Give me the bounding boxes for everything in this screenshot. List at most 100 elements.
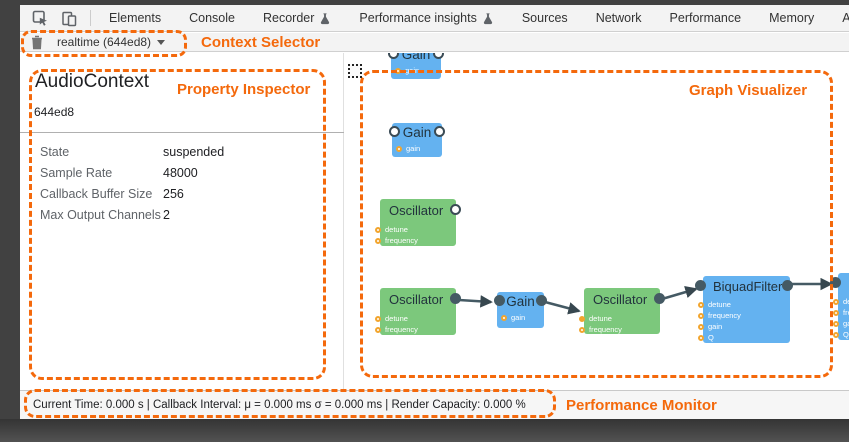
node-title: Gain xyxy=(506,294,535,309)
inspect-element-icon[interactable] xyxy=(31,9,49,27)
edge-osc3-to-bqf1 xyxy=(661,286,698,301)
tab-label: Sources xyxy=(521,11,568,25)
tab-label: Performance xyxy=(669,11,742,25)
param-frequency: frequency xyxy=(579,324,660,335)
param-detune: detune xyxy=(698,299,790,310)
gain-node: Gain gain xyxy=(494,292,547,328)
node-params: gain xyxy=(497,312,544,323)
edge-gain3-to-osc3-detune xyxy=(544,300,581,315)
right-port-icon xyxy=(433,53,444,59)
param-gain: gain xyxy=(833,318,849,329)
param-port-icon xyxy=(698,334,704,341)
desktop-background xyxy=(0,419,849,442)
tab-label: Application xyxy=(842,11,849,25)
property-label: Callback Buffer Size xyxy=(40,187,153,201)
edge-osc2-to-gain3 xyxy=(458,295,493,308)
param-gain: gain xyxy=(501,312,544,323)
gain-node: Gain gain xyxy=(388,53,444,79)
param-label: frequency xyxy=(589,325,622,334)
param-label: Q xyxy=(843,330,849,339)
property-label: State xyxy=(40,145,70,159)
context-selector-dropdown[interactable]: realtime (644ed8) xyxy=(57,35,166,49)
tab-label: Performance insights xyxy=(359,11,477,25)
param-detune: detune xyxy=(579,313,660,324)
toolbar-divider xyxy=(90,10,91,26)
param-port-icon xyxy=(833,298,839,305)
param-label: gain xyxy=(708,322,723,331)
device-toolbar-icon[interactable] xyxy=(60,9,78,27)
experiment-flask-icon xyxy=(319,12,331,25)
param-port-icon xyxy=(833,320,839,327)
property-label: Max Output Channels xyxy=(40,208,161,222)
tab-label: Network xyxy=(595,11,642,25)
param-label: gain xyxy=(843,319,849,328)
left-port-icon xyxy=(389,126,400,137)
context-id: 644ed8 xyxy=(34,105,75,119)
property-value: 256 xyxy=(163,187,184,201)
left-port-icon xyxy=(388,53,399,59)
param-port-icon xyxy=(375,315,381,322)
param-detune: detune xyxy=(375,313,456,324)
param-port-icon xyxy=(395,67,401,74)
param-port-icon xyxy=(396,145,402,152)
param-frequency: frequency xyxy=(698,310,790,321)
tab-application[interactable]: Application xyxy=(828,5,849,31)
tab-console[interactable]: Console xyxy=(175,5,249,31)
node-params: gain xyxy=(391,65,441,76)
inspector-divider xyxy=(20,132,344,133)
node-title: Oscillator xyxy=(389,292,444,307)
param-port-icon xyxy=(698,301,704,308)
tab-performance-insights[interactable]: Performance insights xyxy=(345,5,507,31)
param-label: frequency xyxy=(708,311,741,320)
right-port-icon xyxy=(450,293,461,304)
graph-edges xyxy=(458,277,833,315)
left-port-icon xyxy=(830,277,841,288)
right-port-icon xyxy=(434,126,445,137)
param-port-icon xyxy=(375,237,381,244)
param-port-icon xyxy=(375,226,381,233)
trash-icon[interactable] xyxy=(30,35,44,50)
tab-memory[interactable]: Memory xyxy=(755,5,828,31)
experiment-flask-icon xyxy=(482,12,494,25)
annotation-corner-handle xyxy=(348,64,362,78)
param-port-icon xyxy=(833,331,839,338)
param-detune: detune xyxy=(833,296,849,307)
property-value: 2 xyxy=(163,208,170,222)
node-title: Oscillator xyxy=(593,292,648,307)
caret-down-icon xyxy=(157,39,166,45)
performance-monitor-bar: Current Time: 0.000 s | Callback Interva… xyxy=(20,390,849,419)
param-frequency: frequency xyxy=(375,235,456,246)
param-port-icon xyxy=(375,326,381,333)
param-label: detune xyxy=(843,297,849,306)
property-label: Sample Rate xyxy=(40,166,113,180)
node-title: Gain xyxy=(401,53,431,62)
param-label: gain xyxy=(511,313,526,322)
tab-label: Recorder xyxy=(262,11,315,25)
param-label: frequency xyxy=(385,236,418,245)
param-port-icon xyxy=(501,314,507,321)
param-port-icon xyxy=(579,326,585,333)
tab-elements[interactable]: Elements xyxy=(95,5,175,31)
tab-recorder[interactable]: Recorder xyxy=(249,5,345,31)
param-label: frequency xyxy=(385,325,418,334)
webaudio-context-toolbar: realtime (644ed8) xyxy=(20,33,849,52)
param-label: gain xyxy=(405,66,420,75)
right-port-icon xyxy=(450,204,461,215)
tab-label: Memory xyxy=(769,11,815,25)
param-detune: detune xyxy=(375,224,456,235)
tab-performance[interactable]: Performance xyxy=(656,5,756,31)
tab-network[interactable]: Network xyxy=(582,5,656,31)
tab-sources[interactable]: Sources xyxy=(508,5,582,31)
param-label: gain xyxy=(406,144,421,153)
